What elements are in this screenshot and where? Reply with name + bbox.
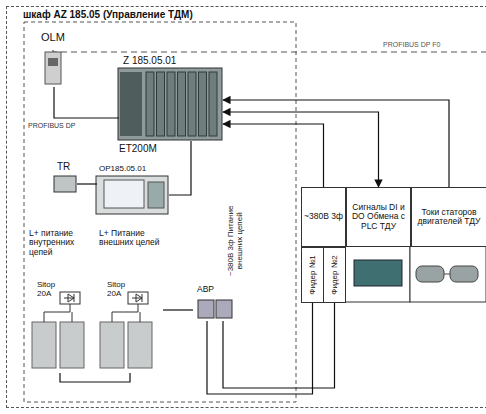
connector [223,124,324,187]
tr-device: TR [53,161,79,195]
profibus-f0-line [53,50,486,52]
op-panel [96,176,168,214]
plc-rack [118,68,222,140]
plc-rack-icon [118,68,222,140]
psu-external-text: L+ Питание внешних целей [99,229,161,248]
table-header-cell: Токи статоров двигателей ТДУ [411,187,486,247]
olm-icon [45,52,61,84]
io-module [157,72,165,136]
table-header-cell-text: Сигналы DI и DO Обмена с PLC ТДУ [349,203,408,231]
connector [77,183,97,184]
table-header-cell-text: ~380В 3ф [304,212,343,221]
motor-shaft [444,274,450,275]
connector [223,303,335,388]
psu-internal-text: L+ питание внутренних цепей [29,229,91,257]
feeder-cell-text: Фидер №2 [330,255,339,294]
motor-icon [416,266,444,282]
sitop-unit [128,322,152,368]
plc-tdu-icon [354,260,402,286]
supply-wire [44,304,140,322]
op-screen [104,180,144,208]
olm-body [45,52,61,84]
abp-switch-text: АВР [197,285,214,294]
plc-z185: Z 185.05.01ET200M [117,55,225,155]
plc-z185-text: Z 185.05.01 [123,55,176,66]
psu-external: L+ Питание внешних целейSitop 20A [97,229,163,373]
abp-switch [198,300,214,318]
psu-external-text: Sitop 20A [107,281,137,299]
table-cell [345,246,410,302]
connector [54,87,119,118]
abp-switch: АВР [193,285,237,321]
connector [163,309,193,310]
bus-name: PROFIBUS DP F0 [383,41,440,49]
diode-box [128,292,148,304]
io-module [188,72,196,136]
table-header-cell-text: Токи статоров двигателей ТДУ [414,208,484,227]
connector [223,112,379,187]
sitop-unit [32,322,56,368]
tr-device [54,176,76,192]
cabinet-region: шкаф AZ 185.05 (Управление ТДМ) OLM Z 185.… [6,6,486,408]
psu-internal: L+ питание внутренних цепейSitop 20A [27,229,93,373]
connectors [54,87,449,394]
diode-symbol [132,294,142,302]
power-supply-icons [32,292,232,368]
sitop-unit [100,322,124,368]
tr-device-text: TR [57,161,70,172]
plc-cpu [120,72,142,136]
motor-icon [450,266,478,282]
plc-z185-text: ET200M [119,143,157,154]
op-panel-icon [96,176,168,214]
psu-internal-text: Sitop 20A [37,281,67,299]
connector [169,141,191,195]
diode-box [60,292,80,304]
diode-symbol [64,294,74,302]
feeder-cell: Фидер №2 [323,247,346,303]
vertical-note: ~380В 3ф Питание внешних цепей [227,201,245,281]
connector [223,100,449,187]
sitop-unit [60,322,84,368]
io-module [199,72,207,136]
op-panel: OP185.05.01 [95,165,171,217]
tr-icon [54,176,76,192]
table-lower-row [345,246,486,302]
inner-dashed-region [24,22,296,402]
io-module [178,72,186,136]
olm-device-text: OLM [41,31,65,43]
table-cell [410,246,486,302]
op-keys [148,182,164,208]
connector [60,373,130,382]
op-panel-text: OP185.05.01 [99,165,146,174]
table-header-cell: Сигналы DI и DO Обмена с PLC ТДУ [346,187,411,247]
feeder-cell-text: Фидер №1 [308,255,317,294]
io-module [209,72,217,136]
abp-switch [216,300,232,318]
olm-device: OLM [41,31,67,87]
feeder-cell: Фидер №1 [301,247,324,303]
olm-port [48,58,58,66]
bus-name: PROFIBUS DP [28,122,75,130]
io-module [167,72,175,136]
io-module [146,72,154,136]
cabinet-region-text: шкаф AZ 185.05 (Управление ТДМ) [23,9,193,20]
table-header-cell: ~380В 3ф [301,187,346,247]
